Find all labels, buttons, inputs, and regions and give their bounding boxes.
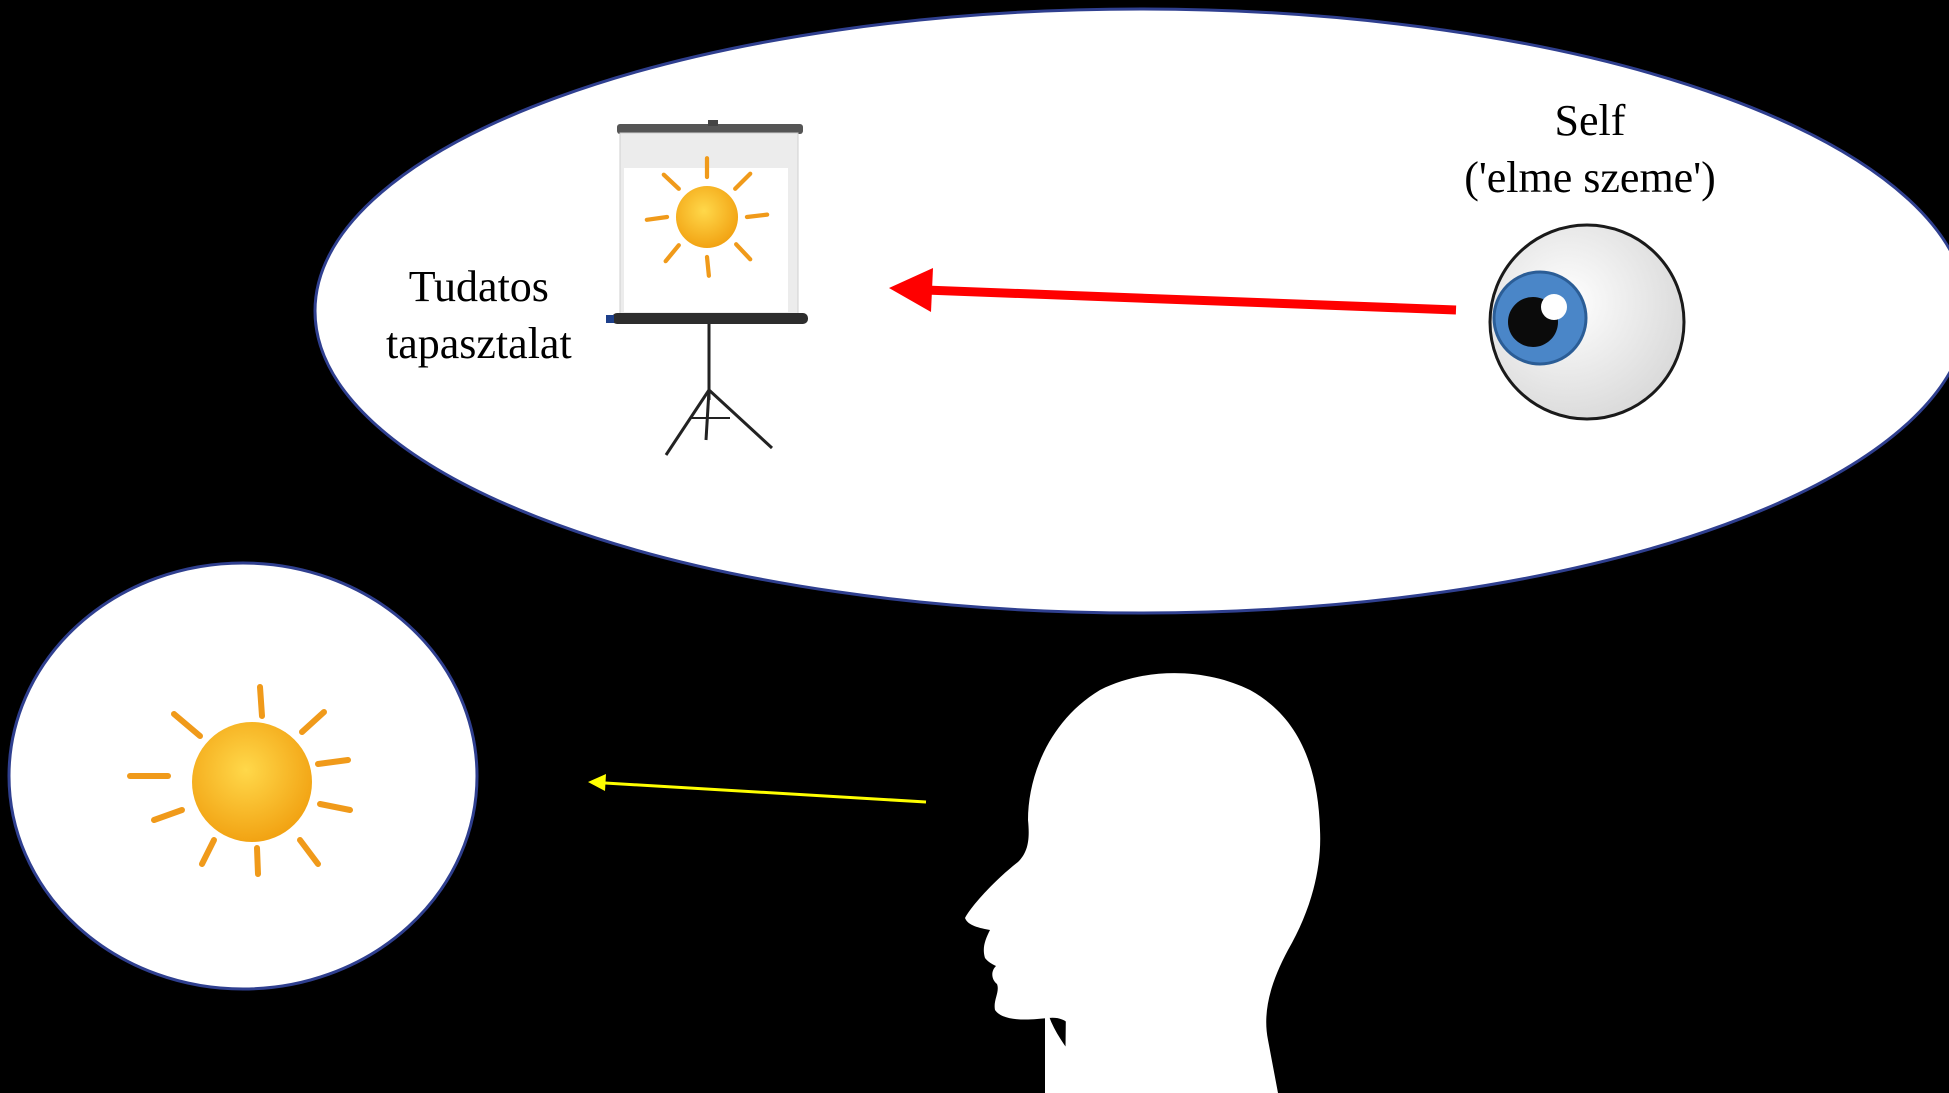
- self-label: Self ('elme szeme'): [1440, 92, 1740, 206]
- self-label-line-1: Self: [1554, 96, 1626, 145]
- experience-label-line-2: tapasztalat: [386, 319, 572, 369]
- eye-icon: [1488, 223, 1686, 421]
- self-label-line-2: ('elme szeme'): [1464, 153, 1716, 203]
- sun-icon: [127, 684, 353, 877]
- experience-label-line-1: Tudatos: [408, 262, 549, 311]
- gaze-arrow: [889, 268, 1457, 315]
- projector-screen-icon: [606, 120, 808, 456]
- head-silhouette-icon: [1045, 1000, 1096, 1093]
- experience-label: Tudatos tapasztalat: [386, 258, 572, 372]
- perception-arrow: [588, 774, 927, 804]
- sun-icon: [644, 156, 770, 278]
- head-silhouette-icon: [965, 673, 1321, 1093]
